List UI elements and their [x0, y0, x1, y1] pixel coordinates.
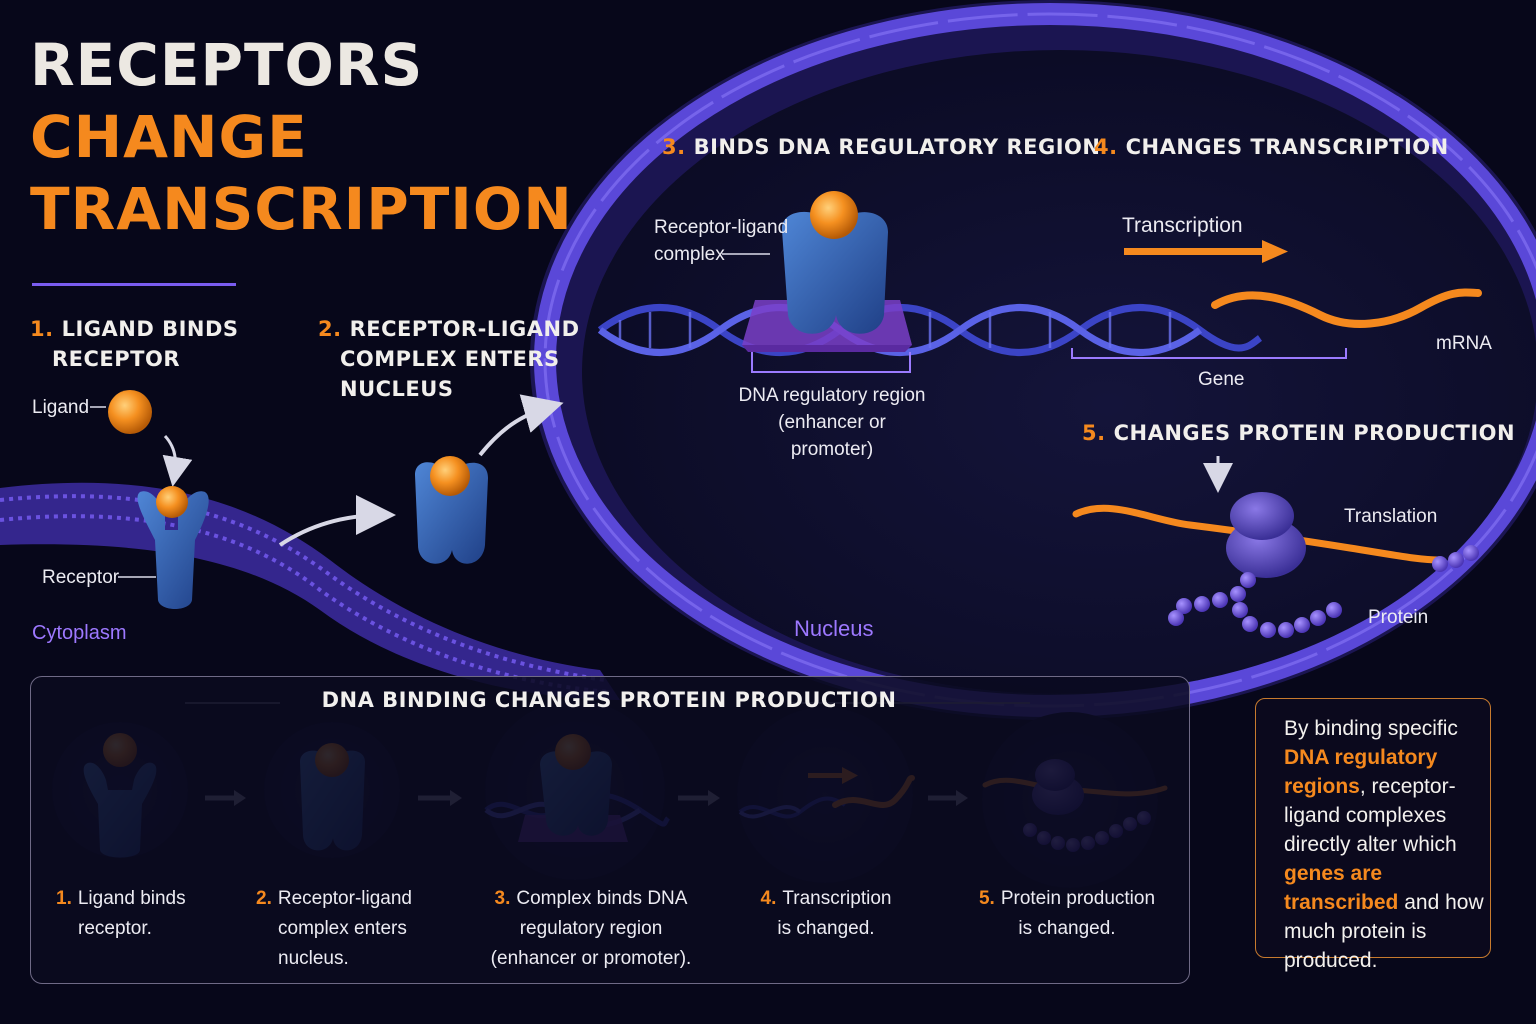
transcription-label: Transcription	[1122, 214, 1243, 237]
cytoplasm-label: Cytoplasm	[32, 622, 127, 644]
summary-panel	[30, 676, 1190, 984]
title-line-1: RECEPTORS	[30, 31, 424, 99]
cytoskeleton-fiber	[0, 482, 620, 700]
mrna-label: mRNA	[1436, 333, 1492, 354]
title-line-2: CHANGE	[30, 103, 308, 171]
summary-panel-title: DNA BINDING CHANGES PROTEIN PRODUCTION	[321, 688, 897, 712]
ribosome	[1226, 492, 1306, 578]
summary-step-2: 2.Receptor-ligand complex enters nucleus…	[256, 888, 412, 969]
mrna-strand	[1211, 288, 1482, 328]
nucleus-label: Nucleus	[794, 616, 874, 641]
dna-helix	[597, 304, 1263, 356]
summary-step-4: 4.Transcription is changed.	[760, 888, 892, 939]
bound-complex	[781, 191, 888, 334]
side-note-text: By binding specific DNA regulatory regio…	[1284, 717, 1484, 972]
summary-step-1: 1.Ligand binds receptor.	[56, 888, 186, 939]
summary-step-3: 3.Complex binds DNA regulatory region (e…	[490, 888, 692, 969]
step-2-heading: 2.RECEPTOR-LIGAND COMPLEX ENTERS NUCLEUS	[318, 317, 580, 401]
gene-label: Gene	[1198, 369, 1245, 390]
step-1-heading: 1.LIGAND BINDS RECEPTOR	[30, 317, 239, 371]
protein-chain	[1168, 545, 1479, 638]
step-5-heading: 5.CHANGES PROTEIN PRODUCTION	[1082, 421, 1516, 445]
translation-label: Translation	[1344, 506, 1438, 527]
ligand-label: Ligand	[32, 397, 90, 418]
protein-label: Protein	[1368, 607, 1429, 628]
step-4-heading: 4.CHANGES TRANSCRIPTION	[1094, 135, 1449, 159]
side-note-box	[1255, 698, 1491, 958]
receptor-ligand-complex	[415, 456, 488, 564]
ligand-molecule	[108, 390, 152, 434]
receptor-protein	[137, 486, 209, 609]
title-line-3: TRANSCRIPTION	[30, 175, 573, 243]
complex-label: Receptor-ligand complex	[654, 217, 789, 265]
step-3-heading: 3.BINDS DNA REGULATORY REGION	[662, 135, 1101, 159]
dna-region-label: DNA regulatory region (enhancer or promo…	[738, 385, 926, 460]
summary-step-5: 5.Protein production is changed.	[978, 888, 1156, 939]
receptor-label: Receptor	[42, 567, 120, 588]
